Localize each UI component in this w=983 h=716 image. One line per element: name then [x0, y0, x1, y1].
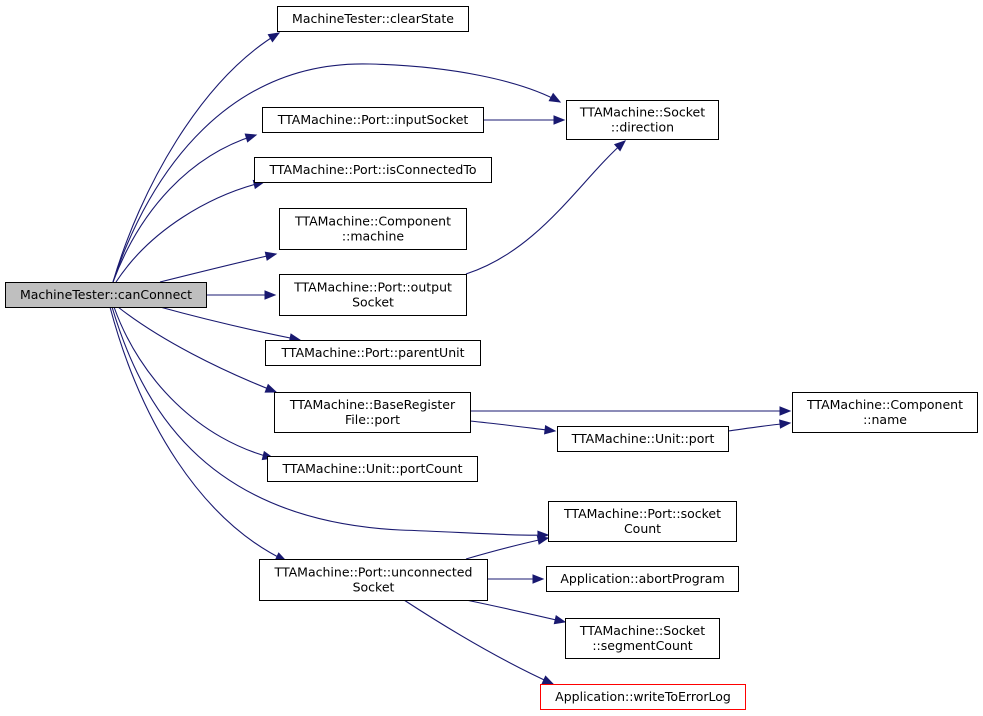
node-clearState[interactable]: MachineTester::clearState: [277, 6, 469, 32]
node-label-socketCount-line-1: Count: [624, 521, 661, 536]
arrowhead-root-to-machine: [264, 251, 278, 261]
node-portCount[interactable]: TTAMachine::Unit::portCount: [267, 456, 478, 482]
node-label-abortProgram-line-0: Application::abortProgram: [560, 571, 724, 586]
node-label-segmentCount-line-1: ::segmentCount: [592, 638, 692, 653]
arrowhead-unitPort-to-componentName: [779, 419, 792, 429]
arrowhead-root-to-clearState: [267, 32, 281, 43]
edge-root-to-socketCount: [111, 306, 549, 536]
arrowhead-root-to-direction: [548, 92, 562, 103]
node-label-socketCount-line-0: TTAMachine::Port::socket: [563, 506, 721, 521]
node-parentUnit[interactable]: TTAMachine::Port::parentUnit: [265, 340, 481, 366]
node-label-unconnectedSocket-line-1: Socket: [353, 580, 395, 595]
node-label-segmentCount-line-0: TTAMachine::Socket: [579, 623, 705, 638]
node-box-outputSocket[interactable]: [279, 274, 467, 316]
arrowhead-unconnectedSocket-to-socketCount: [536, 535, 550, 545]
node-box-unconnectedSocket[interactable]: [259, 559, 488, 601]
node-componentName[interactable]: TTAMachine::Component::name: [792, 392, 978, 433]
node-inputSocket[interactable]: TTAMachine::Port::inputSocket: [262, 107, 484, 133]
node-label-parentUnit-line-0: TTAMachine::Port::parentUnit: [280, 345, 464, 360]
arrowhead-brfPort-to-componentName: [779, 406, 792, 416]
node-box-parentUnit[interactable]: [265, 340, 481, 366]
node-label-machine-line-0: TTAMachine::Component: [294, 214, 451, 229]
node-label-componentName-line-1: ::name: [863, 412, 907, 427]
node-label-clearState-line-0: MachineTester::clearState: [292, 11, 454, 26]
node-machine[interactable]: TTAMachine::Component::machine: [279, 208, 467, 250]
edge-root-to-brfPort: [117, 306, 277, 393]
edge-root-to-direction: [112, 63, 561, 283]
node-label-componentName-line-0: TTAMachine::Component: [806, 397, 963, 412]
node-box-socketCount[interactable]: [548, 501, 737, 542]
node-box-unitPort[interactable]: [557, 426, 729, 452]
arrowhead-root-to-brfPort: [264, 383, 278, 393]
node-box-direction[interactable]: [566, 100, 719, 140]
arrowhead-root-to-inputSocket: [244, 133, 258, 143]
node-box-clearState[interactable]: [277, 6, 469, 32]
node-label-machine-line-1: ::machine: [342, 229, 404, 244]
arrowhead-inputSocket-to-direction: [553, 115, 566, 125]
node-box-root[interactable]: [5, 282, 207, 308]
node-isConnectedTo[interactable]: TTAMachine::Port::isConnectedTo: [254, 157, 492, 183]
node-label-direction-line-1: ::direction: [611, 120, 674, 135]
node-label-outputSocket-line-1: Socket: [352, 295, 394, 310]
node-box-inputSocket[interactable]: [262, 107, 484, 133]
edge-outputSocket-to-direction: [465, 140, 626, 275]
nodes-layer: MachineTester::canConnect MachineTester::…: [5, 6, 978, 710]
edge-root-to-clearState: [112, 32, 280, 283]
arrowhead-unconnectedSocket-to-segmentCount: [553, 614, 567, 625]
node-label-writeToErrorLog-line-0: Application::writeToErrorLog: [555, 689, 731, 704]
arrowhead-root-to-outputSocket: [264, 290, 277, 300]
node-writeToErrorLog[interactable]: Application::writeToErrorLog: [540, 684, 746, 710]
node-box-abortProgram[interactable]: [546, 566, 739, 592]
node-box-brfPort[interactable]: [274, 392, 471, 433]
node-box-portCount[interactable]: [267, 456, 478, 482]
node-segmentCount[interactable]: TTAMachine::Socket::segmentCount: [565, 618, 720, 659]
node-unitPort[interactable]: TTAMachine::Unit::port: [557, 426, 729, 452]
edge-unconnectedSocket-to-segmentCount: [465, 599, 566, 623]
edge-root-to-isConnectedTo: [115, 181, 265, 283]
node-box-machine[interactable]: [279, 208, 467, 250]
arrowhead-unconnectedSocket-to-abortProgram: [532, 574, 545, 584]
arrowhead-unconnectedSocket-to-writeToErrorLog: [541, 675, 555, 685]
edge-brfPort-to-unitPort: [469, 420, 556, 432]
node-box-segmentCount[interactable]: [565, 618, 720, 659]
node-label-unconnectedSocket-line-0: TTAMachine::Port::unconnected: [274, 565, 473, 580]
edge-unconnectedSocket-to-socketCount: [465, 537, 549, 560]
node-direction[interactable]: TTAMachine::Socket::direction: [566, 100, 719, 140]
edge-root-to-unconnectedSocket: [109, 306, 287, 562]
edge-root-to-inputSocket: [112, 134, 257, 283]
node-root[interactable]: MachineTester::canConnect: [5, 282, 207, 308]
node-box-componentName[interactable]: [792, 392, 978, 433]
arrowhead-outputSocket-to-direction: [613, 140, 627, 152]
node-label-brfPort-line-1: File::port: [345, 412, 400, 427]
edge-root-to-parentUnit: [159, 306, 301, 341]
node-label-direction-line-0: TTAMachine::Socket: [579, 105, 705, 120]
edge-root-to-portCount: [113, 306, 274, 459]
node-label-brfPort-line-0: TTAMachine::BaseRegister: [289, 397, 456, 412]
node-label-root-line-0: MachineTester::canConnect: [20, 287, 192, 302]
node-label-unitPort-line-0: TTAMachine::Unit::port: [571, 431, 715, 446]
node-label-inputSocket-line-0: TTAMachine::Port::inputSocket: [277, 112, 469, 127]
node-label-portCount-line-0: TTAMachine::Unit::portCount: [282, 461, 463, 476]
node-label-outputSocket-line-0: TTAMachine::Port::output: [293, 280, 452, 295]
arrowhead-brfPort-to-unitPort: [544, 425, 557, 435]
node-box-isConnectedTo[interactable]: [254, 157, 492, 183]
node-box-writeToErrorLog[interactable]: [540, 684, 746, 710]
edge-unconnectedSocket-to-writeToErrorLog: [403, 599, 554, 685]
node-label-isConnectedTo-line-0: TTAMachine::Port::isConnectedTo: [268, 162, 476, 177]
edge-root-to-machine: [159, 253, 277, 283]
node-abortProgram[interactable]: Application::abortProgram: [546, 566, 739, 592]
